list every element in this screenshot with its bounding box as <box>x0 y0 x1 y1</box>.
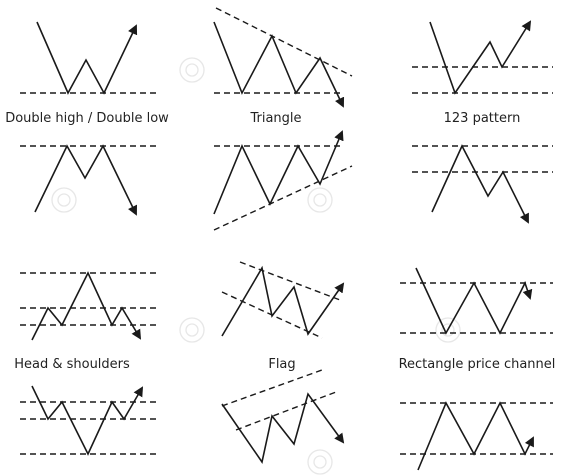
pattern-123-bullish-diagram <box>412 20 553 95</box>
triangle-up-diagram <box>213 130 353 231</box>
triangle-down-diagram <box>213 7 353 108</box>
upper-trendline <box>215 7 353 77</box>
inverse-head-shoulders-diagram <box>20 385 160 456</box>
head-shoulders-diagram <box>20 271 160 341</box>
price-path <box>431 144 529 224</box>
upper-channel-line <box>235 391 337 431</box>
double-low-diagram <box>20 21 160 95</box>
price-path <box>36 21 138 95</box>
price-path <box>221 265 345 337</box>
price-path <box>213 21 345 108</box>
rectangle-channel-top-diagram <box>400 267 553 335</box>
price-path <box>31 271 142 341</box>
label-double: Double high / Double low <box>5 111 169 126</box>
rectangle-channel-bottom-diagram <box>400 401 553 471</box>
price-path <box>213 130 344 215</box>
price-path <box>221 392 345 464</box>
label-123: 123 pattern <box>444 111 521 126</box>
label-head-shoulders: Head & shoulders <box>14 357 130 372</box>
flag-bearish-diagram <box>221 369 345 464</box>
price-path <box>415 267 533 335</box>
lower-channel-line <box>221 369 323 407</box>
label-rectangle: Rectangle price channel <box>399 357 556 372</box>
price-path <box>31 385 144 456</box>
pattern-123-bearish-diagram <box>412 144 553 224</box>
label-flag: Flag <box>268 357 295 372</box>
price-path <box>429 20 532 95</box>
upper-channel-line <box>239 261 341 301</box>
price-path <box>34 144 138 216</box>
lower-trendline <box>213 165 353 231</box>
flag-bullish-diagram <box>221 261 345 339</box>
price-path <box>417 401 534 471</box>
double-high-diagram <box>20 144 160 216</box>
label-triangle: Triangle <box>249 111 301 126</box>
watermark-swirl-icon <box>51 57 461 475</box>
